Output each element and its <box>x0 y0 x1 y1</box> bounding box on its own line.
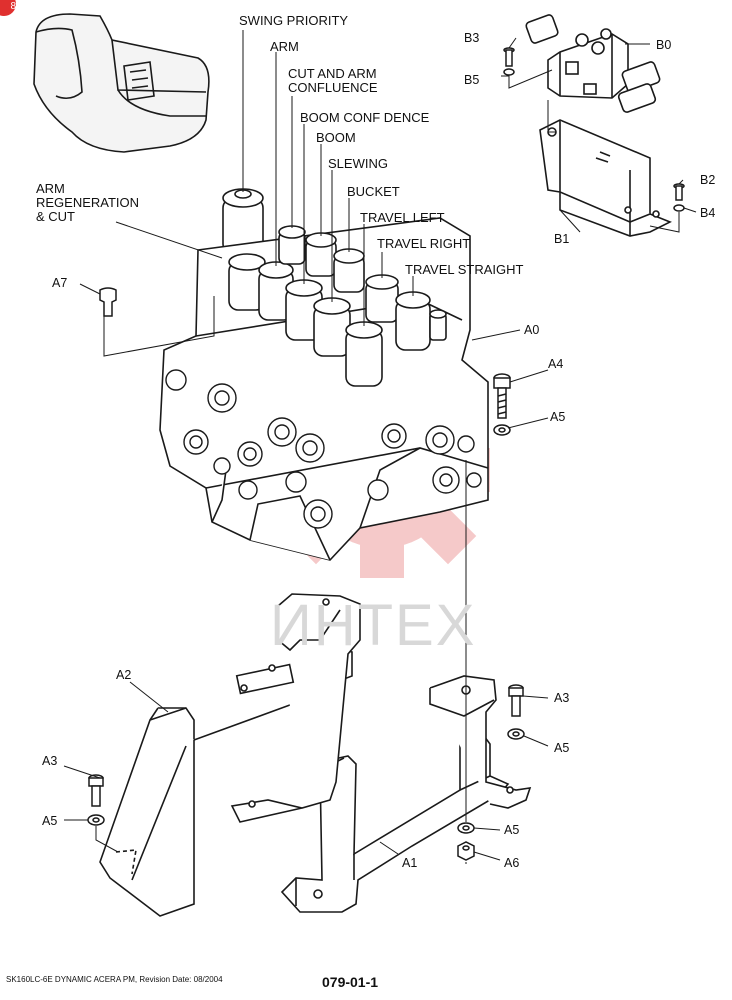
part-label-a4: A4 <box>548 357 564 371</box>
page-marker-badge: 8 <box>0 0 16 16</box>
frame-a2 <box>99 593 361 917</box>
footer-model-revision: SK160LC-6E DYNAMIC ACERA PM, Revision Da… <box>6 975 223 984</box>
label-arm: ARM <box>270 39 299 54</box>
label-swing-priority: SWING PRIORITY <box>239 13 349 28</box>
footer-page-number: 079-01-1 <box>322 974 379 990</box>
label-travel-right: TRAVEL RIGHT <box>377 236 471 251</box>
label-arm-regen-3: & CUT <box>36 209 75 224</box>
bracket-b1 <box>539 119 672 237</box>
swing-priority-spool <box>222 188 264 255</box>
part-label-b3: B3 <box>464 31 480 45</box>
part-label-a0: A0 <box>524 323 540 337</box>
solenoid-block-b0 <box>525 14 661 113</box>
operator-seat-icon <box>33 13 210 153</box>
part-label-a6: A6 <box>504 856 520 870</box>
label-boom: BOOM <box>316 130 356 145</box>
part-label-a5-left: A5 <box>42 814 58 828</box>
label-arm-regen-2: REGENERATION <box>36 195 140 210</box>
part-label-b2: B2 <box>700 173 716 187</box>
part-label-b5: B5 <box>464 73 480 87</box>
part-label-b1: B1 <box>554 232 570 246</box>
part-label-b4: B4 <box>700 206 716 220</box>
part-label-a7: A7 <box>52 276 68 290</box>
label-cut-arm-1: CUT AND ARM <box>288 66 377 81</box>
part-label-a5-top: A5 <box>550 410 566 424</box>
part-label-b0: B0 <box>656 38 672 52</box>
label-arm-regen-1: ARM <box>36 181 65 196</box>
label-bucket: BUCKET <box>347 184 400 199</box>
spool-caps <box>228 225 447 387</box>
part-label-a3-right: A3 <box>554 691 570 705</box>
leader-lines <box>63 30 697 864</box>
fasteners <box>87 47 685 861</box>
part-label-a5-right: A5 <box>554 741 570 755</box>
part-label-a2: A2 <box>116 668 132 682</box>
label-boom-confluence: BOOM CONF DENCE <box>300 110 430 125</box>
label-travel-left: TRAVEL LEFT <box>360 210 445 225</box>
label-slewing: SLEWING <box>328 156 388 171</box>
label-cut-arm-2: CONFLUENCE <box>288 80 378 95</box>
part-label-a3-left: A3 <box>42 754 58 768</box>
valve-ports <box>165 369 482 529</box>
watermark-text: ИНТЕХ <box>270 593 477 658</box>
part-label-a5-bottom: A5 <box>504 823 520 837</box>
part-label-a1: A1 <box>402 856 418 870</box>
label-travel-straight: TRAVEL STRAIGHT <box>405 262 524 277</box>
